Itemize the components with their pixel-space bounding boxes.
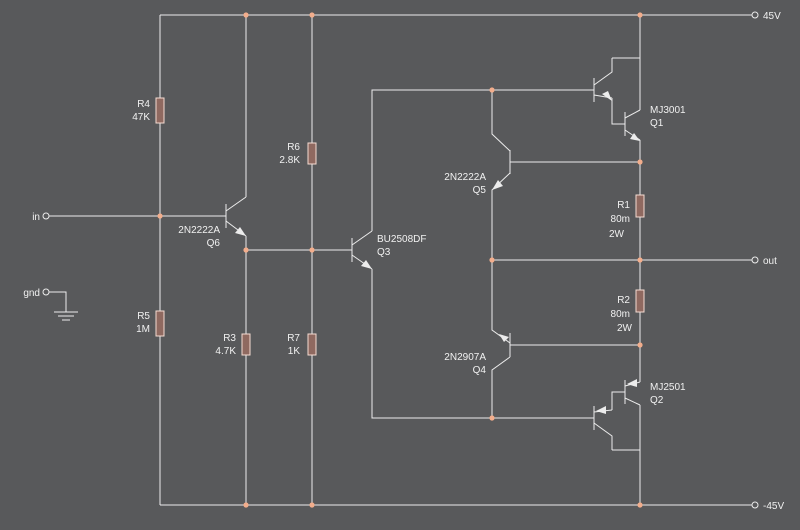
ground-wire: [49, 291, 67, 312]
q2-driver-emitter-arrow-icon: [596, 406, 606, 414]
r1-ref-label: R1: [617, 200, 630, 211]
r5-value-label: 1M: [136, 324, 150, 335]
q5-ref-label: Q5: [473, 185, 487, 196]
positive-rail-label: 45V: [763, 11, 781, 22]
junction-dot: [637, 159, 643, 165]
output-label: out: [763, 256, 777, 267]
resistor-r4: [155, 97, 165, 124]
q1-driver-emitter-arrow-icon: [602, 91, 612, 101]
q5-part-label: 2N2222A: [444, 172, 486, 183]
r1-value-label: 80m: [611, 214, 630, 225]
r3-value-label: 4.7K: [215, 346, 236, 357]
q4-emitter-arrow-icon: [499, 334, 509, 342]
junction-dot: [309, 12, 315, 18]
q6-ref-label: Q6: [207, 238, 221, 249]
transistor-q3: [351, 230, 373, 270]
r6-ref-label: R6: [287, 142, 300, 153]
q1-part-label: MJ3001: [650, 105, 686, 116]
q3-emitter-wire: [371, 269, 588, 419]
ground-terminal[interactable]: [42, 288, 50, 296]
resistor-r1: [635, 194, 645, 218]
q1-emitter-arrow-icon: [630, 133, 640, 141]
junction-dot: [637, 342, 643, 348]
q1-driver-emitter-wire: [611, 98, 625, 125]
resistor-r6: [307, 142, 317, 165]
q3-part-label: BU2508DF: [377, 234, 426, 245]
q5-collector-wire: [491, 90, 511, 152]
junction-dot: [309, 502, 315, 508]
q6-part-label: 2N2222A: [178, 225, 220, 236]
labels: 45V -45V in gnd out R4 47K R5 1M R6 2.8K…: [23, 11, 784, 512]
wires: [49, 14, 752, 506]
r1-power-label: 2W: [609, 229, 625, 240]
r2-power-label: 2W: [617, 323, 633, 334]
q2-part-label: MJ2501: [650, 382, 686, 393]
r3-ref-label: R3: [223, 333, 236, 344]
transistor-q4: [499, 333, 511, 357]
r4-value-label: 47K: [132, 112, 150, 123]
junction-dot: [489, 87, 495, 93]
transistor-q2: [588, 379, 641, 450]
resistor-r2: [635, 289, 645, 313]
q2-emitter-arrow-icon: [627, 379, 637, 387]
input-terminal[interactable]: [42, 212, 50, 220]
q2-ref-label: Q2: [650, 395, 664, 406]
junction-dot: [243, 12, 249, 18]
resistor-r3: [241, 333, 251, 356]
resistors: [155, 97, 645, 356]
r2-value-label: 80m: [611, 309, 630, 320]
resistor-r7: [307, 333, 317, 356]
junctions: [157, 12, 643, 508]
q2-driver-emitter-wire: [611, 391, 625, 410]
ground-icon: [54, 311, 78, 321]
transistor-q5: [492, 150, 511, 190]
transistor-q6: [225, 196, 247, 237]
r2-ref-label: R2: [617, 295, 630, 306]
resistor-r5: [155, 310, 165, 337]
q6-emitter-arrow-icon: [235, 227, 246, 236]
q1-ref-label: Q1: [650, 118, 664, 129]
junction-dot: [243, 247, 249, 253]
q3-collector-wire: [371, 89, 588, 231]
ground-label: gnd: [23, 288, 40, 299]
negative-rail-label: -45V: [763, 501, 784, 512]
q4-collector-wire: [491, 356, 511, 418]
r7-value-label: 1K: [288, 346, 301, 357]
junction-dot: [637, 257, 643, 263]
q3-ref-label: Q3: [377, 247, 391, 258]
junction-dot: [243, 502, 249, 508]
q4-part-label: 2N2907A: [444, 352, 486, 363]
junction-dot: [489, 257, 495, 263]
negative-rail-terminal[interactable]: [751, 501, 759, 509]
junction-dot: [637, 502, 643, 508]
junction-dot: [309, 247, 315, 253]
transistor-q1: [588, 58, 641, 141]
q5-q4-emitter-wire: [491, 172, 511, 344]
q5-emitter-arrow-icon: [492, 180, 503, 190]
input-label: in: [32, 212, 40, 223]
terminals: [42, 11, 759, 509]
positive-rail-terminal[interactable]: [751, 11, 759, 19]
r5-ref-label: R5: [137, 311, 150, 322]
r4-ref-label: R4: [137, 99, 150, 110]
r7-ref-label: R7: [287, 333, 300, 344]
junction-dot: [489, 415, 495, 421]
q4-ref-label: Q4: [473, 365, 487, 376]
r6-value-label: 2.8K: [279, 155, 300, 166]
q3-emitter-arrow-icon: [361, 260, 372, 269]
output-terminal[interactable]: [751, 256, 759, 264]
junction-dot: [637, 12, 643, 18]
junction-dot: [157, 213, 163, 219]
